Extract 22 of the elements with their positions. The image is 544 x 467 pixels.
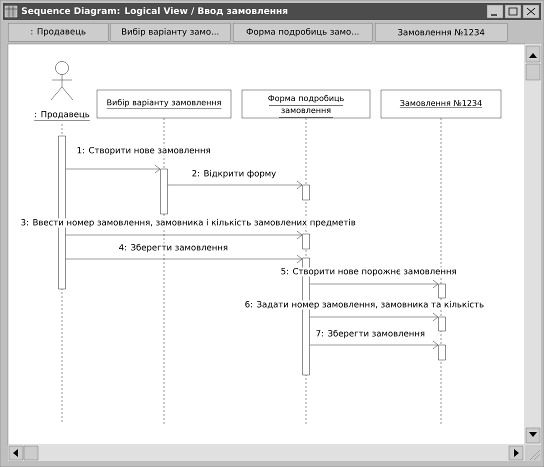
column-tab: Замовлення №1234	[375, 23, 508, 42]
column-tab: Вибір варіанту замо...	[110, 23, 230, 42]
activation-bar	[302, 184, 310, 200]
activation-bar	[438, 284, 446, 298]
message-arrow	[310, 340, 438, 350]
window-title: Sequence Diagram: Logical View / Ввод замовлення	[22, 7, 288, 16]
activation-bar	[438, 316, 446, 332]
column-tab: Форма подробиць замо...	[233, 23, 372, 42]
object-box: Замовлення №1234	[380, 90, 502, 118]
message-arrow	[66, 254, 302, 264]
activation-bar	[160, 168, 168, 214]
message-arrow	[66, 230, 302, 240]
message-arrow	[310, 312, 438, 322]
message-arrow	[310, 280, 438, 288]
column-tab: : Продавець	[8, 23, 108, 42]
object-box: Вибір варіанту замовлення	[96, 90, 232, 118]
activation-bar	[302, 234, 310, 250]
activation-bar	[438, 344, 446, 360]
message-arrow	[168, 180, 302, 190]
object-box: Форма подробиць замовлення	[242, 90, 370, 118]
actor-label: : Продавець	[34, 111, 90, 121]
message-arrow	[66, 164, 160, 174]
